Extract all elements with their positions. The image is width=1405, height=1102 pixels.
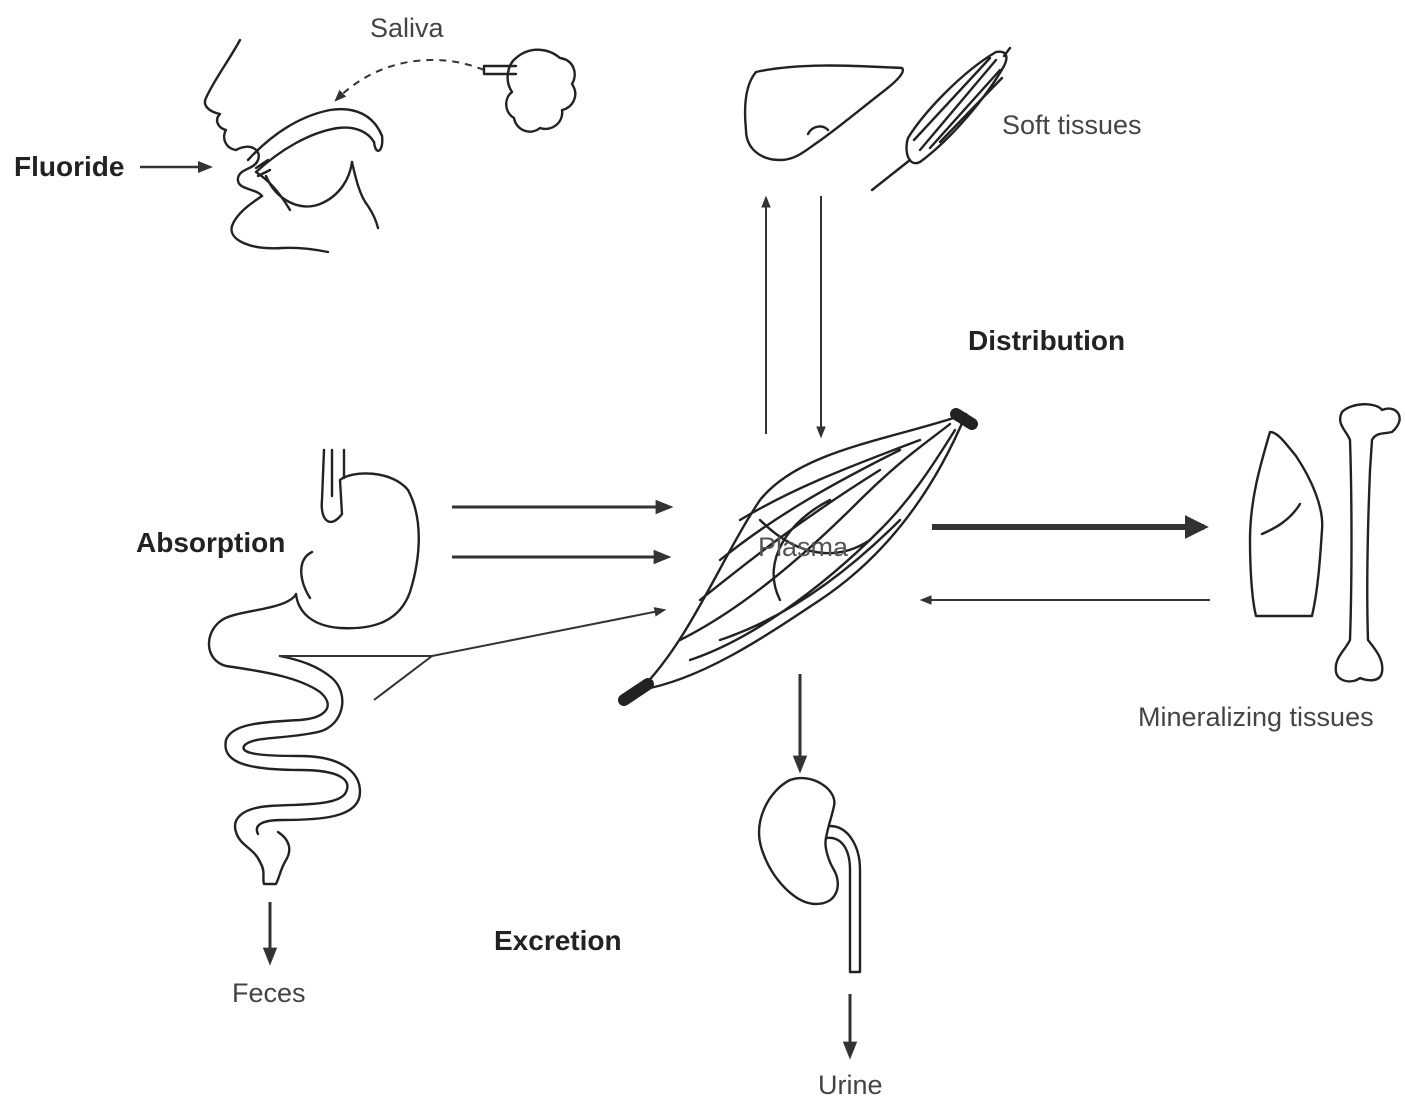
mineralizing-tissues-label: Mineralizing tissues (1138, 702, 1374, 732)
distribution-label: Distribution (968, 325, 1125, 356)
plasma-label: Plasma (758, 532, 849, 562)
feces-label: Feces (232, 978, 306, 1008)
head-profile-illustration (205, 40, 382, 252)
bone-illustration (1336, 404, 1400, 681)
saliva-label: Saliva (370, 13, 445, 43)
gastrointestinal-tract-illustration (209, 450, 419, 884)
kidney-illustration (759, 778, 860, 972)
saliva-arrow (336, 60, 484, 100)
fluoride-label: Fluoride (14, 151, 124, 182)
urine-label: Urine (818, 1070, 883, 1100)
soft-tissues-label: Soft tissues (1002, 110, 1142, 140)
tooth-illustration (1250, 432, 1322, 616)
liver-illustration (745, 66, 903, 161)
muscle-illustration (872, 48, 1010, 190)
excretion-label: Excretion (494, 925, 622, 956)
absorption-label: Absorption (136, 527, 285, 558)
salivary-gland-illustration (484, 50, 575, 132)
